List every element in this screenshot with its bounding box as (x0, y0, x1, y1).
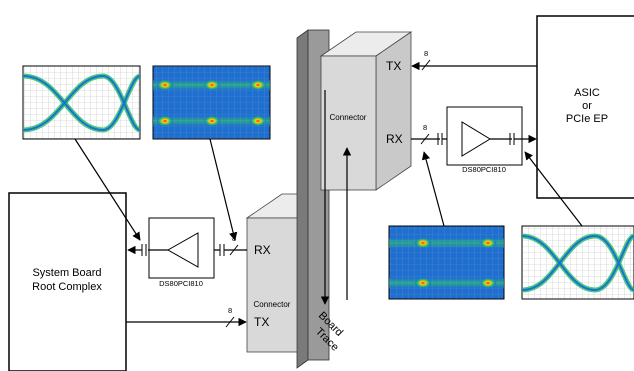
rx-upper-path: 8 DS80PCI810 RX (386, 106, 537, 174)
connector-upper: Connector (319, 31, 413, 191)
redriver-upper: DS80PCI810 (446, 106, 523, 174)
redriver-upper-label: DS80PCI810 (462, 165, 506, 174)
pointer-open-eye-to-rx-upper (421, 151, 445, 227)
endpoint-label-3: PCIe EP (566, 113, 608, 125)
rx-lower-path: 8 DS80PCI810 RX (127, 217, 271, 288)
eye-pointer-arrows (74, 138, 583, 241)
system-board-label-2: Root Complex (32, 281, 102, 293)
bus-width-tx-lower: 8 (228, 306, 232, 315)
connector-upper-label: Connector (330, 113, 367, 122)
system-board-label-1: System Board (32, 267, 101, 279)
rx-lower-label: RX (254, 243, 271, 257)
endpoint-label-1: ASIC (574, 87, 600, 99)
eye-diagram-closed-topleft (22, 65, 142, 140)
tx-lower-path: 8 TX (126, 306, 269, 329)
asic-endpoint-block: ASIC or PCIe EP (536, 15, 634, 199)
tx-lower-label: TX (254, 315, 269, 329)
pointer-open-eye-to-rx (209, 138, 238, 241)
bus-width-rx-upper: 8 (423, 123, 427, 132)
tx-upper-label: TX (386, 59, 401, 73)
eye-diagram-closed-bottomright (521, 225, 634, 300)
rx-upper-label: RX (386, 132, 403, 146)
connector-lower: Connector (245, 193, 298, 353)
redriver-lower: DS80PCI810 (148, 217, 215, 288)
bus-width-tx-upper: 8 (424, 49, 428, 58)
system-board-block: System Board Root Complex (8, 192, 127, 371)
bus-slash (421, 59, 431, 71)
endpoint-label-2: or (582, 100, 592, 112)
tx-upper-path: 8 TX (386, 49, 537, 73)
eye-diagram-open-bottommid (388, 225, 505, 300)
pointer-closed-eye-to-redriver-in (74, 138, 141, 241)
connector-lower-label: Connector (254, 300, 291, 309)
pointer-closed-eye-to-asic (524, 151, 583, 227)
redriver-lower-label: DS80PCI810 (159, 279, 203, 288)
eye-diagram-open-topmid (152, 65, 271, 140)
